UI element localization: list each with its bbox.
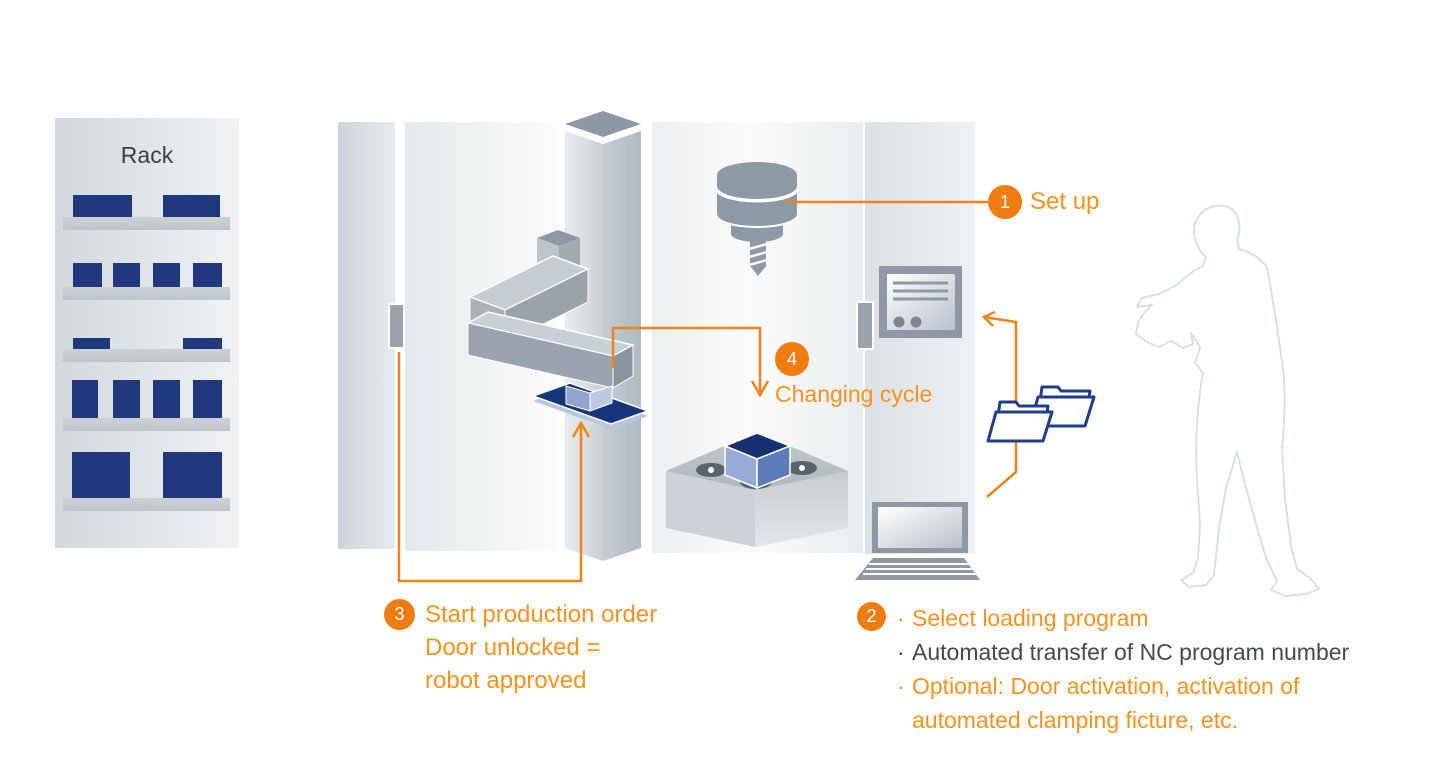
step-2-line: ·Optional: Door activation, activation o…	[897, 669, 1349, 703]
operator-silhouette	[1135, 204, 1320, 597]
rack-shelf	[63, 498, 230, 511]
milling-spindle-icon	[715, 162, 799, 276]
step-1-label: Set up	[1030, 188, 1100, 215]
step-2-badge: 2	[857, 602, 886, 631]
rack-block	[73, 263, 102, 287]
step-3-text: Start production order Door unlocked = r…	[425, 598, 657, 697]
machine-door-left-panel	[338, 122, 395, 549]
rack-shelf	[63, 217, 230, 230]
step-3-badge: 3	[384, 599, 415, 630]
door-sensor-left-icon	[388, 303, 405, 349]
arrow-changing-cycle	[611, 326, 770, 398]
rack-panel: Rack	[55, 118, 239, 548]
rack-block	[72, 380, 98, 418]
rack-block	[193, 263, 222, 287]
rack-block	[72, 452, 130, 498]
step-4-label: Changing cycle	[775, 381, 933, 407]
workpiece-cube-icon	[723, 432, 793, 490]
rack-block	[153, 263, 180, 287]
rack-block	[193, 380, 222, 418]
bullet: ·	[897, 673, 905, 699]
control-panel-icon	[879, 266, 962, 338]
rack-block	[163, 195, 220, 217]
door-sensor-right-icon	[856, 301, 874, 350]
step-2-line: automated clamping ficture, etc.	[912, 707, 1238, 733]
step-2-line: ·Select loading program	[897, 601, 1349, 635]
arrow-select-program	[981, 310, 1018, 498]
step-2-line: ·Automated transfer of NC program number	[897, 635, 1349, 669]
workpiece-tray-icon	[530, 382, 651, 429]
rack-block	[183, 338, 222, 349]
step-2-text: ·Select loading program ·Automated trans…	[897, 601, 1349, 737]
rack-block	[153, 380, 180, 418]
robot-arm	[465, 230, 636, 389]
rack-block	[163, 452, 222, 498]
step-1-badge: 1	[988, 185, 1022, 219]
bullet: ·	[897, 639, 905, 665]
step-3-line: robot approved	[425, 667, 587, 694]
rack-shelf	[63, 287, 230, 300]
laptop-icon	[855, 502, 980, 580]
rack-title: Rack	[120, 142, 174, 168]
rack-block	[113, 263, 140, 287]
rack-block	[73, 338, 110, 349]
rack-shelf	[63, 418, 230, 431]
bullet: ·	[897, 605, 905, 631]
step-3-line: Start production order	[425, 601, 658, 628]
step-4-badge: 4	[775, 342, 809, 376]
rack-block	[73, 195, 132, 217]
rack-shelf	[63, 349, 230, 362]
program-folder-icons	[986, 385, 1096, 443]
arrow-start-production	[397, 352, 591, 583]
rack-block	[113, 380, 140, 418]
step-3-line: Door unlocked =	[425, 634, 601, 661]
